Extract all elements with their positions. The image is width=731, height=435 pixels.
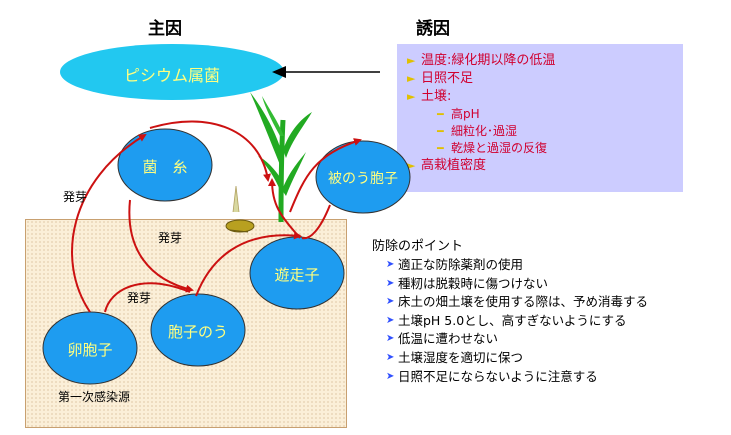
control-list: ➤適正な防除薬剤の使用➤種籾は脱穀時に傷つけない➤床土の畑土壌を使用する際は、予…: [372, 256, 727, 386]
inducement-list: ► 温度:緑化期以降の低温 ► 日照不足 ► 土壌: ━ 高pH ━ 細粒化･過湿 ━ 乾燥と過湿の反…: [397, 44, 683, 175]
control-text: 低温に遭わせない: [398, 331, 499, 347]
control-title: 防除のポイント: [372, 239, 464, 254]
inducement-item: ► 温度:緑化期以降の低温: [407, 52, 683, 70]
arrow-bullet-icon: ➤: [386, 333, 395, 345]
control-points: 防除のポイント ➤適正な防除薬剤の使用➤種籾は脱穀時に傷つけない➤床土の畑土壌を…: [372, 235, 727, 386]
arrow-bullet-icon: ➤: [386, 314, 395, 326]
inducement-box: ► 温度:緑化期以降の低温 ► 日照不足 ► 土壌: ━ 高pH ━ 細粒化･過湿 ━ 乾燥と過湿の反…: [397, 44, 683, 192]
sporangium-ellipse: [150, 293, 246, 367]
control-item: ➤適正な防除薬剤の使用: [386, 256, 727, 275]
inducement-text: 乾燥と過湿の反復: [451, 141, 548, 155]
seed-icon: [225, 185, 255, 233]
germinate-label-lower: 発芽: [127, 291, 152, 305]
arrow-bullet-icon: ►: [407, 72, 416, 85]
arrow-mycelium-to-seedling: [149, 120, 271, 182]
dash-bullet-icon: ━: [437, 142, 444, 155]
control-text: 種籾は脱穀時に傷つけない: [398, 275, 549, 291]
pathogen-label: ピシウム属菌: [123, 66, 220, 85]
arrow-to-sporangium-sac: [289, 138, 362, 213]
arrow-bullet-icon: ►: [407, 159, 416, 172]
arrow-bullet-icon: ➤: [386, 277, 395, 289]
arrow-sporangium-to-zoospore: [195, 231, 302, 297]
control-item: ➤床土の畑土壌を使用する際は、予め消毒する: [386, 293, 727, 312]
control-item: ➤土壌湿度を適切に保つ: [386, 349, 727, 368]
control-item: ➤土壌pH 5.0とし、高すぎないようにする: [386, 312, 727, 331]
oospore-label: 卵胞子: [67, 341, 113, 359]
inducement-item: ━ 高pH: [407, 106, 683, 123]
primary-source-label: 第一次感染源: [58, 390, 131, 404]
sporangium-sac-ellipse: [315, 140, 411, 214]
arrow-zoospore-to-seedling: [268, 178, 301, 239]
control-text: 適正な防除薬剤の使用: [398, 257, 524, 272]
arrow-bullet-icon: ➤: [386, 259, 395, 270]
arrow-bullet-icon: ➤: [386, 370, 395, 382]
seedling-icon: [250, 92, 312, 223]
pathogen-ellipse: [60, 44, 284, 100]
control-text: 土壌湿度を適切に保つ: [398, 349, 524, 365]
inducement-text: 温度:緑化期以降の低温: [421, 53, 556, 68]
inducement-text: 土壌:: [421, 89, 452, 104]
cycle-arrows: [71, 120, 362, 313]
sporangium-label: 胞子のう: [167, 323, 228, 341]
inducement-text: 日照不足: [421, 71, 474, 86]
control-text: 土壌pH 5.0とし、高すぎないようにする: [398, 312, 627, 328]
arrow-bullet-icon: ►: [407, 90, 416, 103]
inducement-text: 高pH: [451, 107, 480, 121]
control-item: ➤低温に遭わせない: [386, 330, 727, 349]
inducement-item: ━ 乾燥と過湿の反復: [407, 140, 683, 157]
dash-bullet-icon: ━: [437, 125, 444, 138]
arrow-mycelium-to-sporangium: [128, 199, 194, 293]
inducement-item: ► 高栽植密度: [407, 157, 683, 175]
control-text: 床土の畑土壌を使用する際は、予め消毒する: [398, 294, 649, 310]
inducement-heading: 誘因: [416, 19, 450, 39]
mycelium-label: 菌 糸: [142, 158, 188, 176]
arrow-bullet-icon: ➤: [386, 296, 395, 308]
germinate-label-left: 発芽: [63, 190, 88, 204]
inducement-text: 高栽植密度: [421, 158, 487, 173]
arrow-oospore-to-mycelium: [71, 133, 147, 313]
arrow-bullet-icon: ►: [407, 54, 416, 67]
inducement-item: ► 日照不足: [407, 70, 683, 88]
control-text: 日照不足にならないように注意する: [398, 368, 598, 384]
germinate-label-center: 発芽: [158, 231, 183, 245]
inducement-text: 細粒化･過湿: [451, 124, 518, 138]
inducement-item: ━ 細粒化･過湿: [407, 123, 683, 140]
sporangium-sac-label: 被のう胞子: [328, 171, 398, 187]
control-item: ➤種籾は脱穀時に傷つけない: [386, 275, 727, 294]
control-item: ➤日照不足にならないように注意する: [386, 368, 727, 387]
arrow-oospore-to-sporangium: [104, 282, 191, 313]
dash-bullet-icon: ━: [437, 108, 444, 121]
mycelium-ellipse: [117, 128, 213, 202]
inducement-item: ► 土壌:: [407, 88, 683, 106]
arrow-sac-to-zoospore: [301, 204, 331, 240]
primary-cause-heading: 主因: [148, 19, 182, 39]
arrow-bullet-icon: ➤: [386, 351, 395, 363]
zoospore-label: 遊走子: [274, 266, 320, 284]
